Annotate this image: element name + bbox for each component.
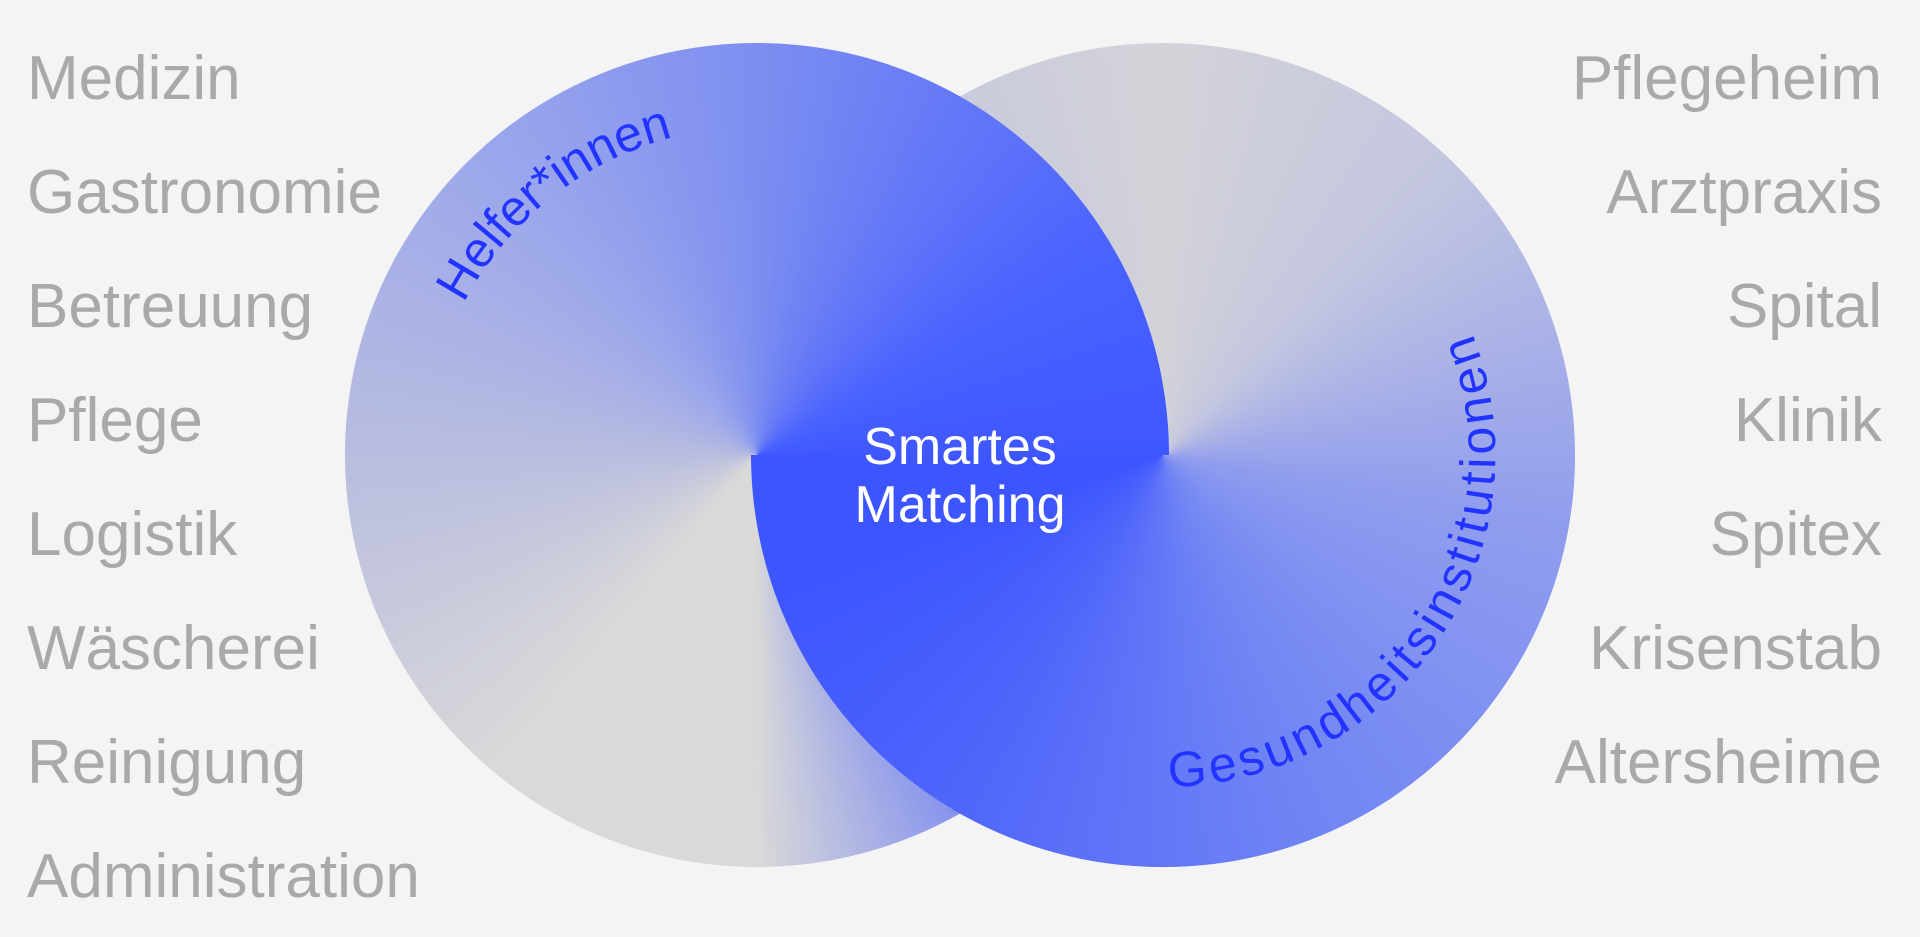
helper-field: Wäscherei <box>27 614 320 683</box>
institution-type: Klinik <box>1733 386 1882 455</box>
helper-field: Logistik <box>27 500 238 569</box>
helper-field: Gastronomie <box>27 158 382 227</box>
helper-field: Pflege <box>27 386 203 455</box>
institution-type: Spitex <box>1709 500 1882 569</box>
institutions-list: Pflegeheim Arztpraxis Spital Klinik Spit… <box>1555 22 1882 820</box>
helpers-arc-text: Helfer*innen <box>425 94 677 309</box>
matching-label-line1: Smartes <box>863 418 1057 476</box>
helper-field: Administration <box>27 842 420 911</box>
institution-type: Altersheime <box>1554 728 1882 797</box>
institutions-arc-text: Gesundheitsinstitutionen <box>1166 330 1507 799</box>
helper-field: Medizin <box>27 44 241 113</box>
institutions-arc-label: Gesundheitsinstitutionen <box>1166 330 1507 799</box>
helper-field: Betreuung <box>27 272 314 341</box>
matching-label-line2: Matching <box>854 476 1066 534</box>
matching-label: Smartes Matching <box>760 418 1160 534</box>
helper-field: Reinigung <box>27 728 307 797</box>
institution-type: Pflegeheim <box>1571 44 1882 113</box>
helpers-arc-label: Helfer*innen <box>425 94 677 309</box>
institution-type: Spital <box>1726 272 1882 341</box>
helper-fields-list: Medizin Gastronomie Betreuung Pflege Log… <box>27 22 420 934</box>
institution-type: Krisenstab <box>1589 614 1882 683</box>
institution-type: Arztpraxis <box>1606 158 1882 227</box>
